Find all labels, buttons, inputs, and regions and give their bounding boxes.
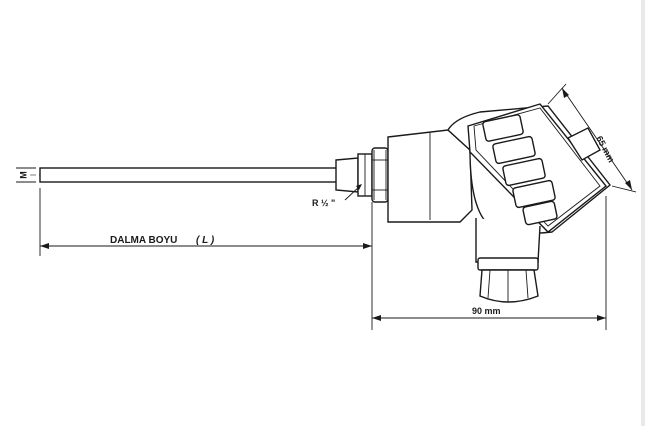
thread-callout: R ½ " — [312, 184, 362, 208]
immersion-length-symbol: ( L ) — [196, 235, 215, 246]
rod-diameter-dimension: M — [16, 167, 36, 183]
hex-nut — [371, 147, 389, 203]
page-edge — [641, 0, 645, 426]
compression-fitting — [335, 153, 373, 197]
immersion-length-label: DALMA BOYU — [110, 235, 177, 246]
cable-gland — [477, 257, 539, 303]
probe-rod — [39, 167, 339, 183]
head-lid — [467, 103, 607, 233]
diameter-label: M — [18, 171, 28, 179]
width-dimension: 90 mm — [372, 196, 607, 330]
neck — [387, 129, 473, 223]
width-label: 90 mm — [472, 306, 501, 316]
immersion-length-dimension: DALMA BOYU ( L ) — [39, 188, 373, 330]
thread-label: R ½ " — [312, 198, 335, 208]
